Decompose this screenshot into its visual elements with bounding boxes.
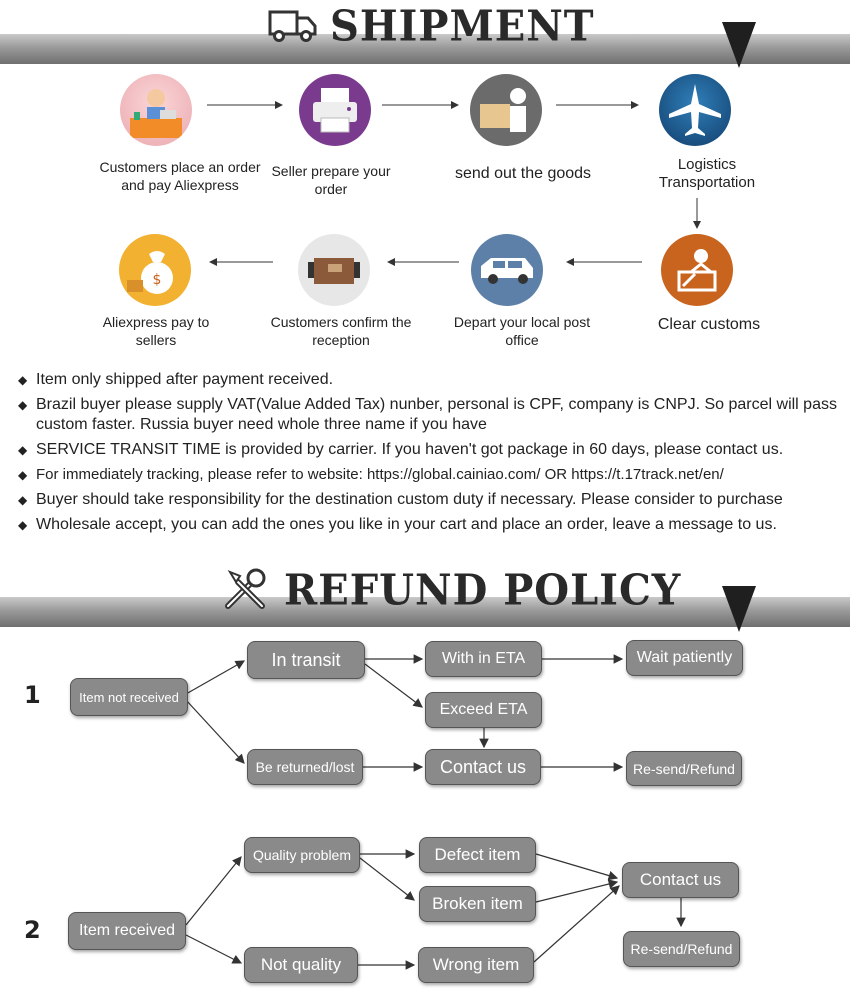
contact-us-box: Contact us [425,749,541,785]
within-eta-box: With in ETA [425,641,542,677]
courier-icon [470,74,542,146]
van-icon [471,234,543,306]
step-label-send-goods: send out the goods [454,165,592,182]
wrong-item-box: Wrong item [418,947,534,983]
contact-us-box: Contact us [622,862,739,898]
diamond-bullet-icon: ◆ [18,493,28,507]
resend-refund-box: Re-send/Refund [623,931,740,967]
step-label-logistics: Logistics Transportation [658,156,756,191]
item-not-received-box: Item not received [70,678,188,716]
exceed-eta-box: Exceed ETA [425,692,542,728]
step-label-order: Customers place an order and pay Aliexpr… [99,159,261,193]
airplane-icon [659,74,731,146]
note-item: ◆SERVICE TRANSIT TIME is provided by car… [18,441,784,458]
quality-problem-box: Quality problem [244,837,360,873]
shipment-flow-arrows [207,101,701,266]
shipment-title: SHIPMENT [330,1,595,52]
defect-item-box: Defect item [419,837,536,873]
svg-text:$: $ [153,272,162,288]
diamond-bullet-icon: ◆ [18,468,28,482]
note-item: ◆Brazil buyer please supply VAT(Value Ad… [18,396,837,433]
diamond-bullet-icon: ◆ [18,398,28,412]
note-item: ◆Item only shipped after payment receive… [18,371,334,388]
customs-officer-icon [661,234,733,306]
broken-item-box: Broken item [419,886,536,922]
item-received-box: Item received [68,912,186,950]
in-transit-box: In transit [247,641,365,679]
step-label-post-office: Depart your local post office [453,314,591,348]
be-returned-lost-box: Be returned/lost [247,749,363,785]
diamond-bullet-icon: ◆ [18,518,28,532]
diamond-bullet-icon: ◆ [18,443,28,457]
banner-arrow-decoration [722,22,756,68]
wait-patiently-box: Wait patiently [626,640,743,676]
tools-icon [222,566,268,617]
note-item: ◆Wholesale accept, you can add the ones … [18,516,777,533]
not-quality-box: Not quality [244,947,358,983]
step-label-confirm: Customers confirm the reception [270,314,412,348]
step-label-customs: Clear customs [657,316,761,333]
parcel-icon [298,234,370,306]
resend-refund-box: Re-send/Refund [626,751,742,786]
shipment-banner-bar [0,34,850,64]
diamond-bullet-icon: ◆ [18,373,28,387]
refund-banner-bar [0,597,850,627]
banner-arrow-decoration [722,586,756,632]
cashier-icon [120,74,192,146]
truck-icon [268,8,318,49]
shipment-notes: ◆Item only shipped after payment receive… [18,370,838,540]
money-bag-icon: $ [119,234,191,306]
note-item: ◆Buyer should take responsibility for th… [18,491,783,508]
case-number-1: 1 [24,681,41,709]
case-number-2: 2 [24,916,41,944]
refund-title: REFUND POLICY [284,565,682,616]
step-label-prepare: Seller prepare your order [271,163,391,197]
note-item: ◆For immediately tracking, please refer … [18,466,724,483]
printer-icon [299,74,371,146]
step-label-pay-sellers: Aliexpress pay to sellers [102,314,210,348]
